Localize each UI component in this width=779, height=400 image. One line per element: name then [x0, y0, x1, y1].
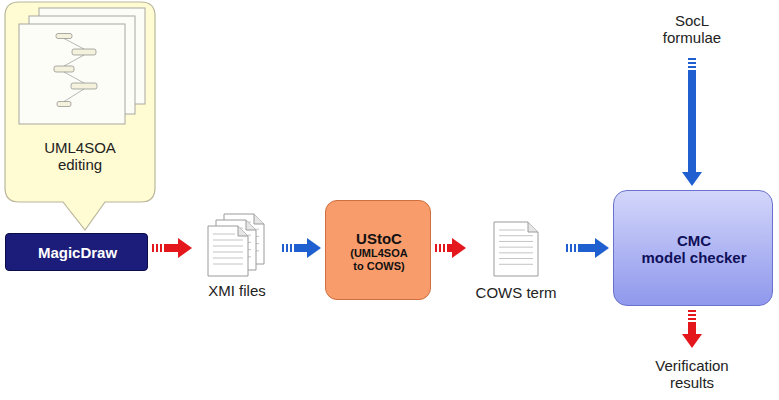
- node-title: SocL formulae: [652, 12, 732, 47]
- mini-action: [54, 66, 74, 72]
- mini-action: [71, 83, 97, 89]
- flow-arrow: [688, 58, 696, 172]
- text-line: [499, 264, 533, 265]
- node-title: MagicDraw: [38, 244, 117, 261]
- document: [494, 222, 538, 276]
- node-title: UML4SOA editing: [34, 139, 126, 174]
- callout-shape: [5, 2, 155, 230]
- node-subtitle: (UML4SOA to COWS): [346, 247, 412, 272]
- flow-arrow: [566, 244, 595, 252]
- text-area: Verification results: [632, 352, 752, 396]
- mini-flow: [64, 55, 84, 66]
- diagram-thumbnails: [19, 8, 145, 124]
- diagram-page: [19, 24, 125, 124]
- flow-arrow: [282, 244, 307, 252]
- checker-box: CMC model checker: [613, 190, 773, 306]
- mini-flow: [64, 72, 84, 83]
- process-box: UStoC(UML4SOA to COWS): [325, 200, 431, 300]
- text-line: [499, 247, 533, 248]
- file-icon: COWS term: [470, 218, 562, 308]
- node-title: COWS term: [476, 284, 557, 301]
- file-stack: XMI files: [196, 212, 278, 306]
- page-fold: [246, 220, 256, 230]
- text-line: [499, 252, 533, 253]
- text-line: [213, 258, 243, 259]
- input-label: SocL formulae: [640, 4, 744, 54]
- text-line: [213, 234, 235, 235]
- node-title: UStoC: [356, 230, 402, 247]
- text-area: SocL formulae: [640, 4, 744, 54]
- text-line: [499, 235, 533, 236]
- text-line: [213, 264, 243, 265]
- text-line: [499, 258, 533, 259]
- text-area: UStoC(UML4SOA to COWS): [326, 201, 432, 301]
- page-fold: [254, 214, 264, 224]
- text-line: [213, 252, 243, 253]
- mini-action: [56, 34, 72, 39]
- text-area: MagicDraw: [6, 234, 149, 272]
- flow-arrow: [688, 310, 696, 334]
- mini-action: [57, 102, 71, 107]
- text-line: [499, 241, 533, 242]
- tool-box: MagicDraw: [5, 233, 148, 271]
- node-title: Verification results: [637, 357, 747, 392]
- text-area: UML4SOA editing: [15, 128, 145, 184]
- node-title: CMC model checker: [641, 232, 746, 267]
- mini-action: [72, 49, 96, 55]
- text-area: XMI files: [196, 278, 278, 304]
- callout-bubble: UML4SOA editing: [5, 2, 155, 202]
- mini-flow: [64, 89, 84, 102]
- page-fold: [528, 222, 538, 232]
- page-fold: [238, 226, 248, 236]
- node-title: XMI files: [208, 282, 266, 299]
- document-page: [208, 226, 248, 276]
- text-line: [213, 240, 243, 241]
- text-line: [213, 246, 243, 247]
- mini-flow: [64, 39, 84, 50]
- text-area: COWS term: [470, 280, 562, 306]
- flow-arrow: [152, 244, 178, 252]
- flow-arrow: [435, 244, 452, 252]
- document-page: [494, 222, 538, 276]
- output-label: Verification results: [632, 352, 752, 396]
- text-line: [499, 230, 525, 231]
- text-area: CMC model checker: [614, 191, 774, 307]
- document-stack: [208, 214, 264, 276]
